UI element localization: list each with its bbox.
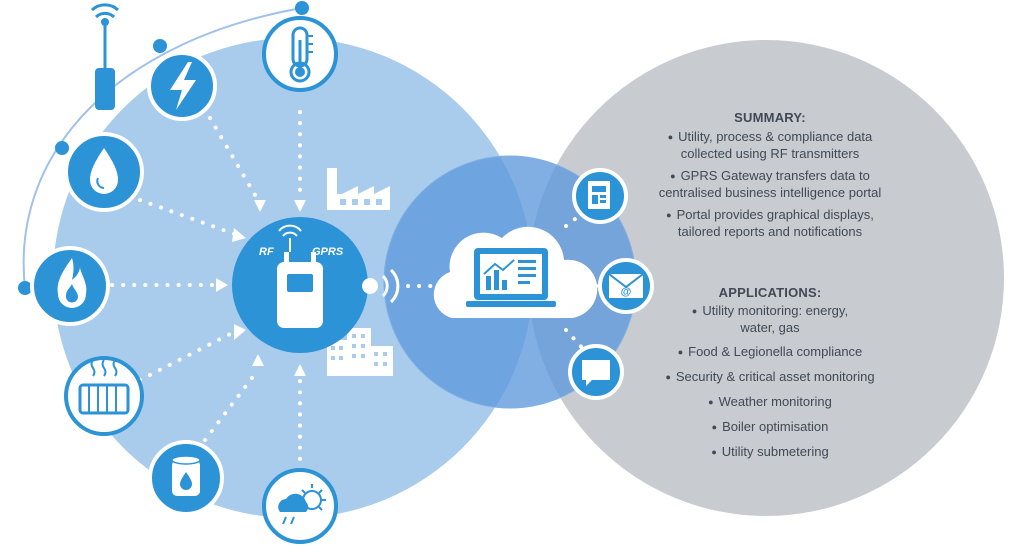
applications-section: APPLICATIONS: Utility monitoring: energy…	[610, 285, 930, 461]
arc-dot	[18, 281, 32, 295]
application-item: Utility submetering	[610, 444, 930, 461]
summary-item-continued: centralised business intelligence portal	[658, 185, 882, 200]
gateway-device-icon	[232, 217, 368, 353]
flame-icon	[30, 246, 110, 326]
buildings-icon	[327, 328, 393, 376]
application-item: Weather monitoring	[610, 394, 930, 411]
antenna-icon	[90, 3, 120, 110]
summary-item: Portal provides graphical displays,	[610, 207, 930, 224]
application-item-continued: water, gas	[740, 320, 800, 335]
cloud-laptop-icon	[433, 226, 598, 318]
factory-icon	[327, 168, 390, 210]
thermometer-icon	[262, 16, 338, 92]
application-item: Food & Legionella compliance	[610, 344, 930, 361]
email-icon: @	[598, 258, 654, 314]
svg-text:@: @	[621, 286, 632, 298]
tank-icon	[148, 440, 224, 516]
water-drop-icon	[64, 132, 144, 212]
wireless-signal-icon	[362, 268, 400, 304]
summary-section: SUMMARY: Utility, process & compliance d…	[610, 110, 930, 240]
arc-dot	[153, 39, 167, 53]
gprs-label: GPRS	[312, 246, 344, 258]
radiator-icon	[64, 356, 144, 436]
summary-item: Utility, process & compliance data	[610, 129, 930, 146]
application-item: Utility monitoring: energy,	[610, 303, 930, 320]
arrowheads	[216, 200, 306, 376]
summary-item-continued: tailored reports and notifications	[677, 224, 863, 239]
application-item: Security & critical asset monitoring	[610, 369, 930, 386]
applications-heading: APPLICATIONS:	[718, 285, 822, 300]
summary-heading: SUMMARY:	[734, 110, 806, 125]
connection-arc	[22, 7, 303, 289]
summary-item-continued: collected using RF transmitters	[680, 146, 860, 161]
application-item: Boiler optimisation	[610, 419, 930, 436]
rf-label: RF	[259, 246, 274, 258]
weather-icon	[262, 468, 338, 544]
summary-item: GPRS Gateway transfers data to	[610, 168, 930, 185]
lightning-icon	[147, 51, 217, 121]
arc-dot	[55, 141, 69, 155]
arc-dot	[295, 1, 309, 15]
